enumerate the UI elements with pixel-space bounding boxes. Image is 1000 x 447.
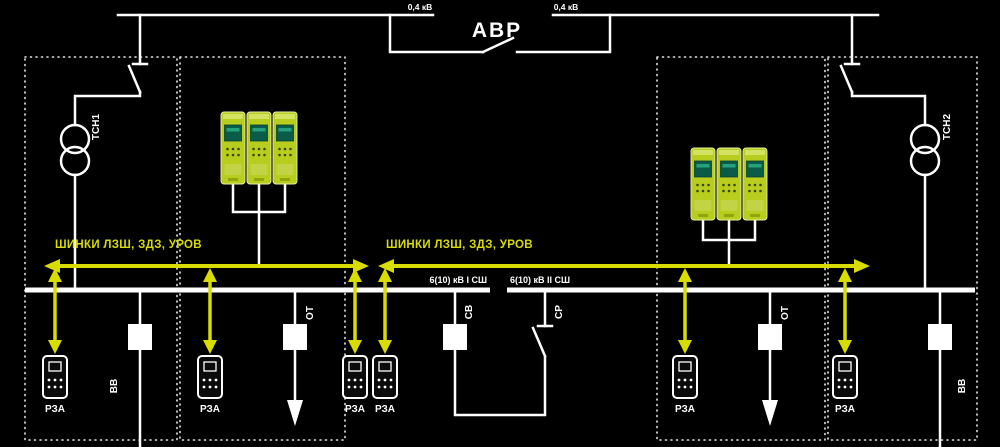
protection-ied-group-right xyxy=(690,147,768,221)
signal-link-arrow-icon xyxy=(838,268,852,354)
rza-label: РЗА xyxy=(375,404,395,415)
signal-arrow-icon xyxy=(44,259,60,273)
protection-ied-icon xyxy=(716,147,742,221)
bay-boundary-box xyxy=(827,56,978,441)
incoming-label-right: ВВ xyxy=(957,379,968,393)
bay-boundary-box xyxy=(179,56,346,441)
wiring xyxy=(25,13,975,447)
signal-link-arrow-icon xyxy=(378,268,392,354)
rza-device-icon xyxy=(342,355,368,399)
outgoing-feeder-arrow-icon xyxy=(287,400,303,426)
disconnector-icon xyxy=(531,326,547,358)
breaker-square-icon xyxy=(128,324,152,350)
protection-ied-icon xyxy=(246,111,272,185)
breaker-square-icon xyxy=(443,324,467,350)
protection-ied-icon xyxy=(690,147,716,221)
signal-link-arrows xyxy=(48,268,852,354)
outgoing-label-right: ОТ xyxy=(780,306,791,320)
signal-link-arrow-icon xyxy=(678,268,692,354)
ied-group-drop-right xyxy=(701,218,757,265)
bus2-label: 6(10) кВ II СШ xyxy=(510,275,570,285)
breaker-square-icon xyxy=(928,324,952,350)
rza-label: РЗА xyxy=(345,404,365,415)
bus-section-coupling xyxy=(443,290,554,417)
rza-label: РЗА xyxy=(675,404,695,415)
signal-link-arrow-icon xyxy=(48,268,62,354)
section-breaker-label: СВ xyxy=(464,305,475,319)
bay-boundary-box xyxy=(656,56,826,441)
rza-device-icon xyxy=(672,355,698,399)
rza-device-icon xyxy=(42,355,68,399)
breaker-square-icon xyxy=(283,324,307,350)
outgoing-feeder-arrow-icon xyxy=(762,400,778,426)
incoming-label-left: ВВ xyxy=(109,379,120,393)
signal-bus-label-left: ШИНКИ ЛЗШ, ЗДЗ, УРОВ xyxy=(55,239,202,251)
outgoing-label-left: ОТ xyxy=(305,306,316,320)
avr-title: АВР xyxy=(472,19,522,42)
signal-bus-label-right: ШИНКИ ЛЗШ, ЗДЗ, УРОВ xyxy=(386,239,533,251)
signal-link-arrow-icon xyxy=(203,268,217,354)
rza-device-icon xyxy=(197,355,223,399)
signal-arrow-icon xyxy=(353,259,369,273)
bus1-label: 6(10) кВ I СШ xyxy=(429,275,487,285)
voltage-label-left: 0,4 кВ xyxy=(408,2,433,12)
signal-bus-right xyxy=(378,259,870,273)
rza-device-icon xyxy=(372,355,398,399)
protection-ied-icon xyxy=(272,111,298,185)
signal-link-arrow-icon xyxy=(348,268,362,354)
disconnector-icon xyxy=(839,64,854,94)
rza-device-icon xyxy=(832,355,858,399)
disconnector-icon xyxy=(127,64,142,94)
ied-group-drop-left xyxy=(231,182,287,265)
protection-ied-group-left xyxy=(220,111,298,185)
bay-boundary-box xyxy=(24,56,178,441)
transformer1-label: ТСН1 xyxy=(91,114,102,141)
protection-ied-icon xyxy=(742,147,768,221)
bay-boundary-boxes xyxy=(24,56,978,441)
transformer-icon xyxy=(909,145,941,177)
transformer-icon xyxy=(59,123,91,155)
breaker-square-icon xyxy=(758,324,782,350)
signal-arrow-icon xyxy=(854,259,870,273)
signal-arrow-icon xyxy=(378,259,394,273)
tsn2-branch xyxy=(839,13,941,290)
signal-bus-left xyxy=(44,259,369,273)
transformer-icon xyxy=(909,123,941,155)
rza-devices xyxy=(42,355,858,399)
rza-label: РЗА xyxy=(200,404,220,415)
protection-ied-icon xyxy=(220,111,246,185)
avr-tie-switch-icon xyxy=(388,13,612,54)
transformer-icon xyxy=(59,145,91,177)
section-disconnector-label: СР xyxy=(554,305,565,319)
tsn1-branch xyxy=(59,13,149,290)
transformer2-label: ТСН2 xyxy=(942,114,953,141)
rza-label: РЗА xyxy=(835,404,855,415)
voltage-label-right: 0,4 кВ xyxy=(554,2,579,12)
rza-label: РЗА xyxy=(45,404,65,415)
